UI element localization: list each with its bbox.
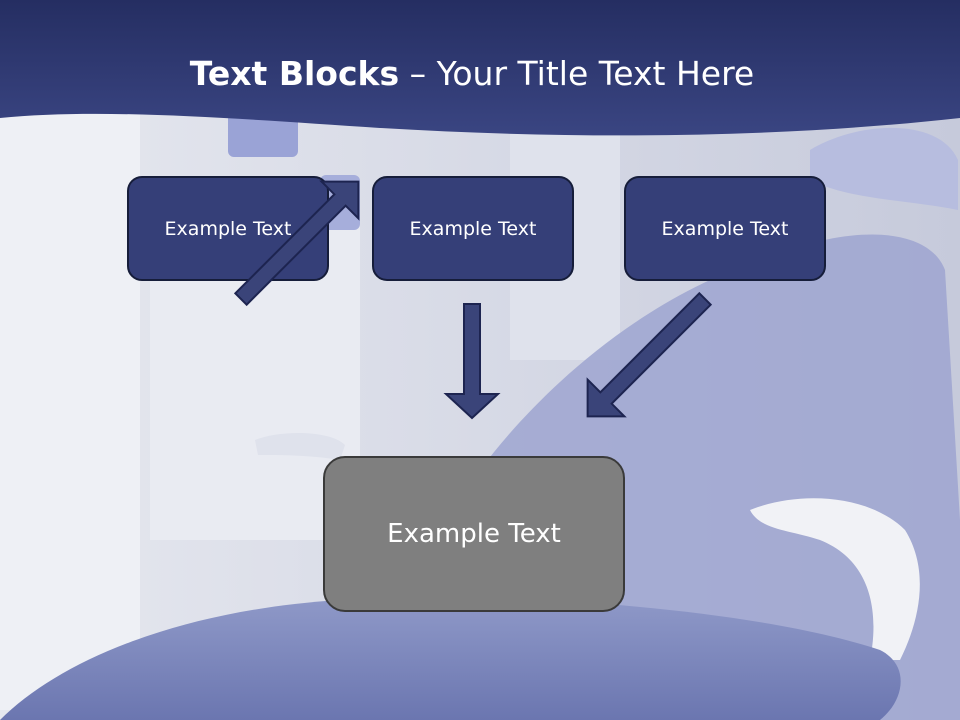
text-block-right-label: Example Text [661, 217, 789, 240]
text-block-center[interactable]: Example Text [372, 176, 574, 281]
text-block-left-label: Example Text [164, 217, 292, 240]
text-block-center-label: Example Text [409, 217, 537, 240]
text-block-bottom[interactable]: Example Text [323, 456, 625, 612]
title-rest: – Your Title Text Here [399, 54, 755, 93]
title-bold: Text Blocks [189, 54, 400, 93]
slide-title: Text Blocks – Your Title Text Here [0, 52, 944, 96]
text-block-left[interactable]: Example Text [127, 176, 329, 281]
text-block-right[interactable]: Example Text [624, 176, 826, 281]
text-block-bottom-label: Example Text [387, 519, 561, 549]
